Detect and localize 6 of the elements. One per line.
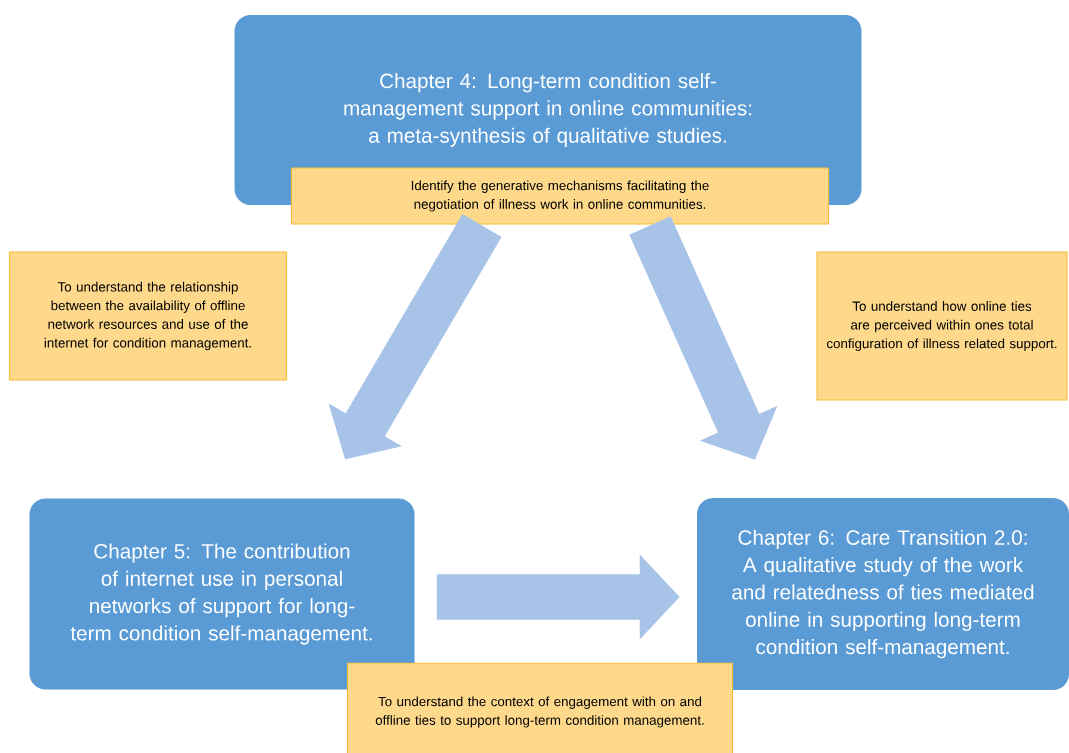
aim-box: To understand the relationship between the availability of offline network resources and use of the internet for condition management. <box>8 251 288 381</box>
aim-box: To understand the context of engagement with on and offline ties to support long-term condition management. <box>346 662 734 753</box>
aim-box: To understand how online ties are perceived within ones total configuration of illness related support. <box>816 251 1068 401</box>
aim-box: Identify the generative mechanisms facilitating the negotiation of illness work in online communities. <box>290 167 830 225</box>
chapter-box: Chapter 5: The contribution of internet use in personal networks of support for long-term condition self-management. <box>29 498 415 690</box>
chapter-box: Chapter 6: Care Transition 2.0: A qualitative study of the work and relatedness of ties mediated online in supporting long-term condition self-management. <box>697 498 1069 690</box>
